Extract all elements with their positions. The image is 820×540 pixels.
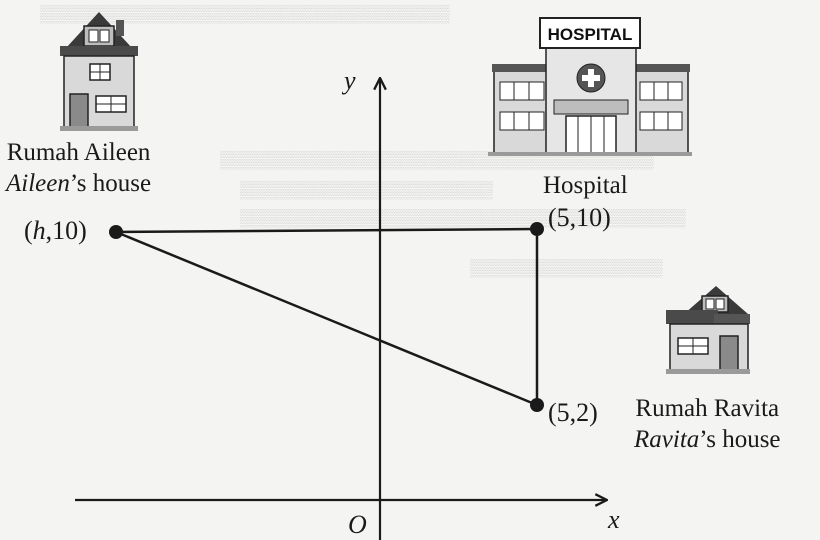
- origin-label: O: [348, 510, 367, 539]
- aileen-name: Aileen: [6, 170, 70, 198]
- hospital-icon: HOSPITAL: [488, 17, 692, 156]
- point-label-aileen: (h,10): [24, 216, 87, 245]
- point-ravita: [530, 398, 544, 412]
- hospital-caption: Hospital: [543, 172, 628, 199]
- x-axis-label: x: [608, 505, 620, 534]
- aileen-house-malay: Rumah Aileen: [6, 139, 151, 166]
- y-axis-label: y: [344, 66, 356, 95]
- ravita-suffix: ’s house: [699, 426, 781, 454]
- ravita-house-english: Ravita’s house: [634, 424, 781, 455]
- point-label-hospital: (5,10): [548, 203, 611, 232]
- bleed-through-text: ▒▒▒▒▒▒▒▒▒▒▒▒▒▒▒▒: [470, 258, 663, 277]
- segment-aileen-hospital: [115, 227, 538, 234]
- point-label-rest: ,10): [45, 216, 87, 245]
- ravita-name: Ravita: [634, 426, 700, 454]
- point-label-ravita: (5,2): [548, 398, 598, 427]
- aileen-suffix: ’s house: [69, 170, 152, 198]
- bleed-through-text: ▒▒▒▒▒▒▒▒▒▒▒▒▒▒▒▒▒▒▒▒▒▒▒▒▒▒▒▒▒▒▒▒▒▒▒▒▒: [240, 208, 686, 227]
- aileen-house-english: Aileen’s house: [6, 168, 151, 199]
- point-label-variable: h: [32, 216, 46, 245]
- bleed-through-text: ▒▒▒▒▒▒▒▒▒▒▒▒▒▒▒▒▒▒▒▒▒▒▒▒▒▒▒▒▒▒▒▒▒▒: [40, 4, 450, 23]
- bleed-through-text: ▒▒▒▒▒▒▒▒▒▒▒▒▒▒▒▒▒▒▒▒▒: [240, 180, 493, 199]
- ravita-house-icon: [666, 286, 750, 374]
- hospital-sign-text: HOSPITAL: [548, 25, 633, 44]
- segment-ravita-aileen: [115, 230, 538, 407]
- aileen-house-caption: Rumah Aileen Aileen’s house: [6, 137, 151, 200]
- aileen-house-icon: [60, 12, 138, 131]
- ravita-house-malay: Rumah Ravita: [635, 395, 780, 422]
- point-hospital: [530, 222, 544, 236]
- point-aileen: [109, 225, 123, 239]
- ravita-house-caption: Rumah Ravita Ravita’s house: [634, 393, 781, 456]
